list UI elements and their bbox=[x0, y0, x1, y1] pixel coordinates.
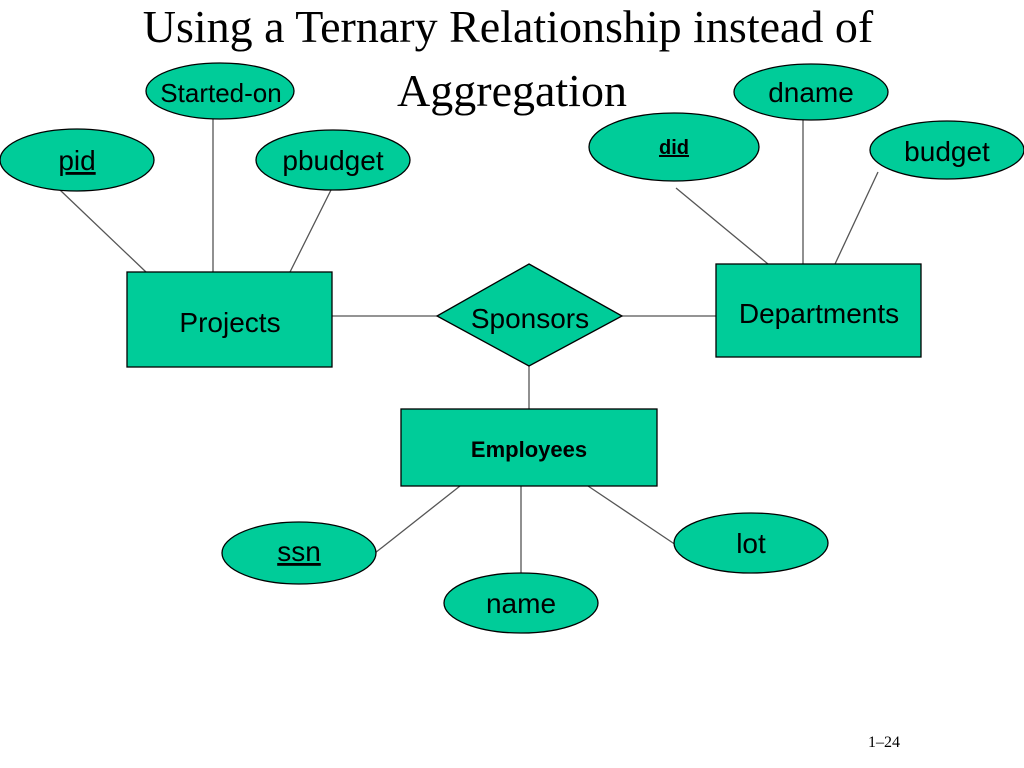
attribute-lot-oval bbox=[673, 512, 829, 574]
attribute-budget-label: budget bbox=[904, 136, 990, 167]
line-budget-departments bbox=[834, 171, 879, 265]
slide-title-line-1: Using a Ternary Relationship instead of bbox=[142, 1, 874, 52]
line-employees-lot bbox=[587, 485, 677, 546]
entity-employees-box bbox=[400, 408, 658, 487]
line-did-departments bbox=[675, 187, 769, 265]
attribute-ssn-label: ssn bbox=[277, 536, 321, 567]
attribute-pid-oval bbox=[0, 128, 155, 192]
connector-lines bbox=[59, 118, 879, 576]
attribute-did-oval bbox=[588, 112, 760, 182]
slide-page-number: 1–24 bbox=[868, 734, 900, 751]
attribute-did: did bbox=[588, 112, 760, 182]
relationship-sponsors-label: Sponsors bbox=[471, 303, 589, 334]
line-employees-ssn bbox=[374, 485, 461, 554]
attribute-ssn: ssn bbox=[221, 521, 377, 585]
relationship-sponsors: Sponsors bbox=[435, 263, 624, 367]
entity-employees: Employees bbox=[400, 408, 658, 487]
attribute-pbudget-label: pbudget bbox=[282, 145, 383, 176]
line-pid-projects bbox=[59, 189, 147, 273]
attribute-ssn-oval bbox=[221, 521, 377, 585]
attribute-dname-label: dname bbox=[768, 77, 854, 108]
attribute-started-on-label: Started-on bbox=[160, 78, 281, 108]
attribute-budget-oval bbox=[869, 120, 1024, 180]
attribute-budget: budget bbox=[869, 120, 1024, 180]
attribute-pbudget-oval bbox=[255, 129, 411, 191]
attribute-dname: dname bbox=[733, 63, 889, 121]
entity-projects-label: Projects bbox=[179, 307, 280, 338]
slide-title-line-2: Aggregation bbox=[397, 65, 627, 116]
attribute-pbudget: pbudget bbox=[255, 129, 411, 191]
attribute-name-oval bbox=[443, 572, 599, 634]
attribute-name: name bbox=[443, 572, 599, 634]
relationship-sponsors-diamond bbox=[435, 263, 624, 367]
attribute-lot: lot bbox=[673, 512, 829, 574]
entity-projects-box bbox=[126, 271, 333, 368]
entity-departments-label: Departments bbox=[739, 298, 899, 329]
attribute-pid-label: pid bbox=[58, 145, 95, 176]
entity-employees-label: Employees bbox=[471, 437, 587, 462]
attribute-lot-label: lot bbox=[736, 528, 766, 559]
attribute-started-on: Started-on bbox=[145, 62, 295, 120]
attribute-dname-oval bbox=[733, 63, 889, 121]
entity-departments: Departments bbox=[715, 263, 922, 358]
entity-projects: Projects bbox=[126, 271, 333, 368]
line-pbudget-projects bbox=[289, 187, 333, 273]
attribute-started-on-oval bbox=[145, 62, 295, 120]
entity-departments-box bbox=[715, 263, 922, 358]
attribute-pid: pid bbox=[0, 128, 155, 192]
attribute-name-label: name bbox=[486, 588, 556, 619]
attribute-did-label: did bbox=[659, 137, 689, 159]
